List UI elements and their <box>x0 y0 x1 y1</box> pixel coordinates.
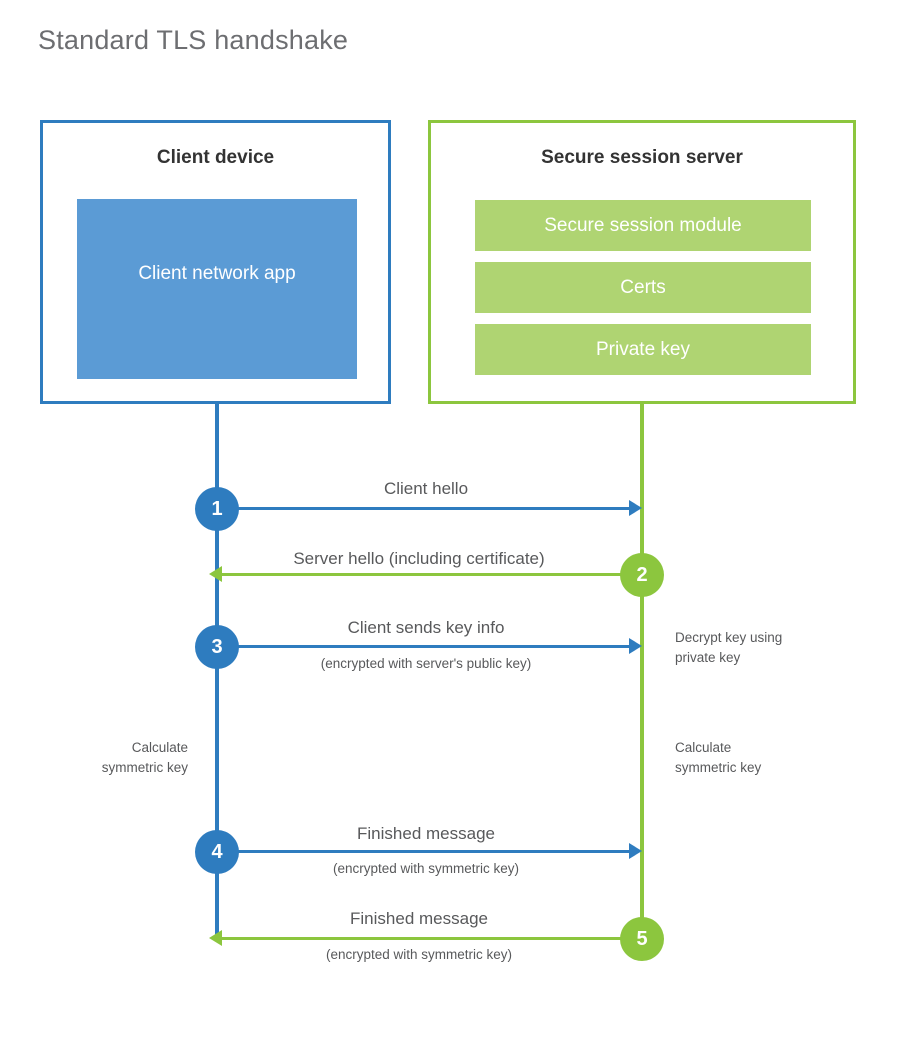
server-lifeline <box>640 401 644 940</box>
note-server-calculate-symmetric-key: Calculate symmetric key <box>675 740 762 775</box>
message-3-arrowhead-icon <box>629 638 642 654</box>
server-component-certs: Certs <box>475 262 811 313</box>
note-decrypt-key: Decrypt key using private key <box>675 630 783 665</box>
server-component-private-key: Private key <box>475 324 811 375</box>
server-component-secure-session-module: Secure session module <box>475 200 811 251</box>
client-lifeline <box>215 401 219 940</box>
step-circle-4: 4 <box>195 830 239 874</box>
message-2-line <box>221 573 631 576</box>
step-circle-1: 1 <box>195 487 239 531</box>
step-circle-2: 2 <box>620 553 664 597</box>
step-circle-3: 3 <box>195 625 239 669</box>
message-5-sublabel: (encrypted with symmetric key) <box>325 947 513 962</box>
message-5-line <box>221 937 631 940</box>
client-device-title: Client device <box>156 147 275 168</box>
message-3-line <box>217 645 631 648</box>
message-4-sublabel: (encrypted with symmetric key) <box>332 861 520 876</box>
message-3-sublabel: (encrypted with server's public key) <box>320 656 532 671</box>
secure-session-server-title: Secure session server <box>541 147 743 168</box>
message-2-label: Server hello (including certificate) <box>293 549 545 568</box>
message-1-line <box>217 507 631 510</box>
client-network-app-block: Client network app <box>77 199 357 379</box>
message-3-label: Client sends key info <box>347 618 505 637</box>
message-4-label: Finished message <box>357 824 495 843</box>
step-circle-5: 5 <box>620 917 664 961</box>
message-4-arrowhead-icon <box>629 843 642 859</box>
client-device-box: Client device Client network app <box>40 120 391 404</box>
message-2-arrowhead-icon <box>209 566 222 582</box>
message-4-line <box>217 850 631 853</box>
message-1-arrowhead-icon <box>629 500 642 516</box>
page-title: Standard TLS handshake <box>38 25 349 55</box>
message-1-label: Client hello <box>383 479 469 498</box>
secure-session-server-box: Secure session server Secure session mod… <box>428 120 856 404</box>
message-5-arrowhead-icon <box>209 930 222 946</box>
note-client-calculate-symmetric-key: Calculate symmetric key <box>101 740 188 775</box>
message-5-label: Finished message <box>350 909 488 928</box>
